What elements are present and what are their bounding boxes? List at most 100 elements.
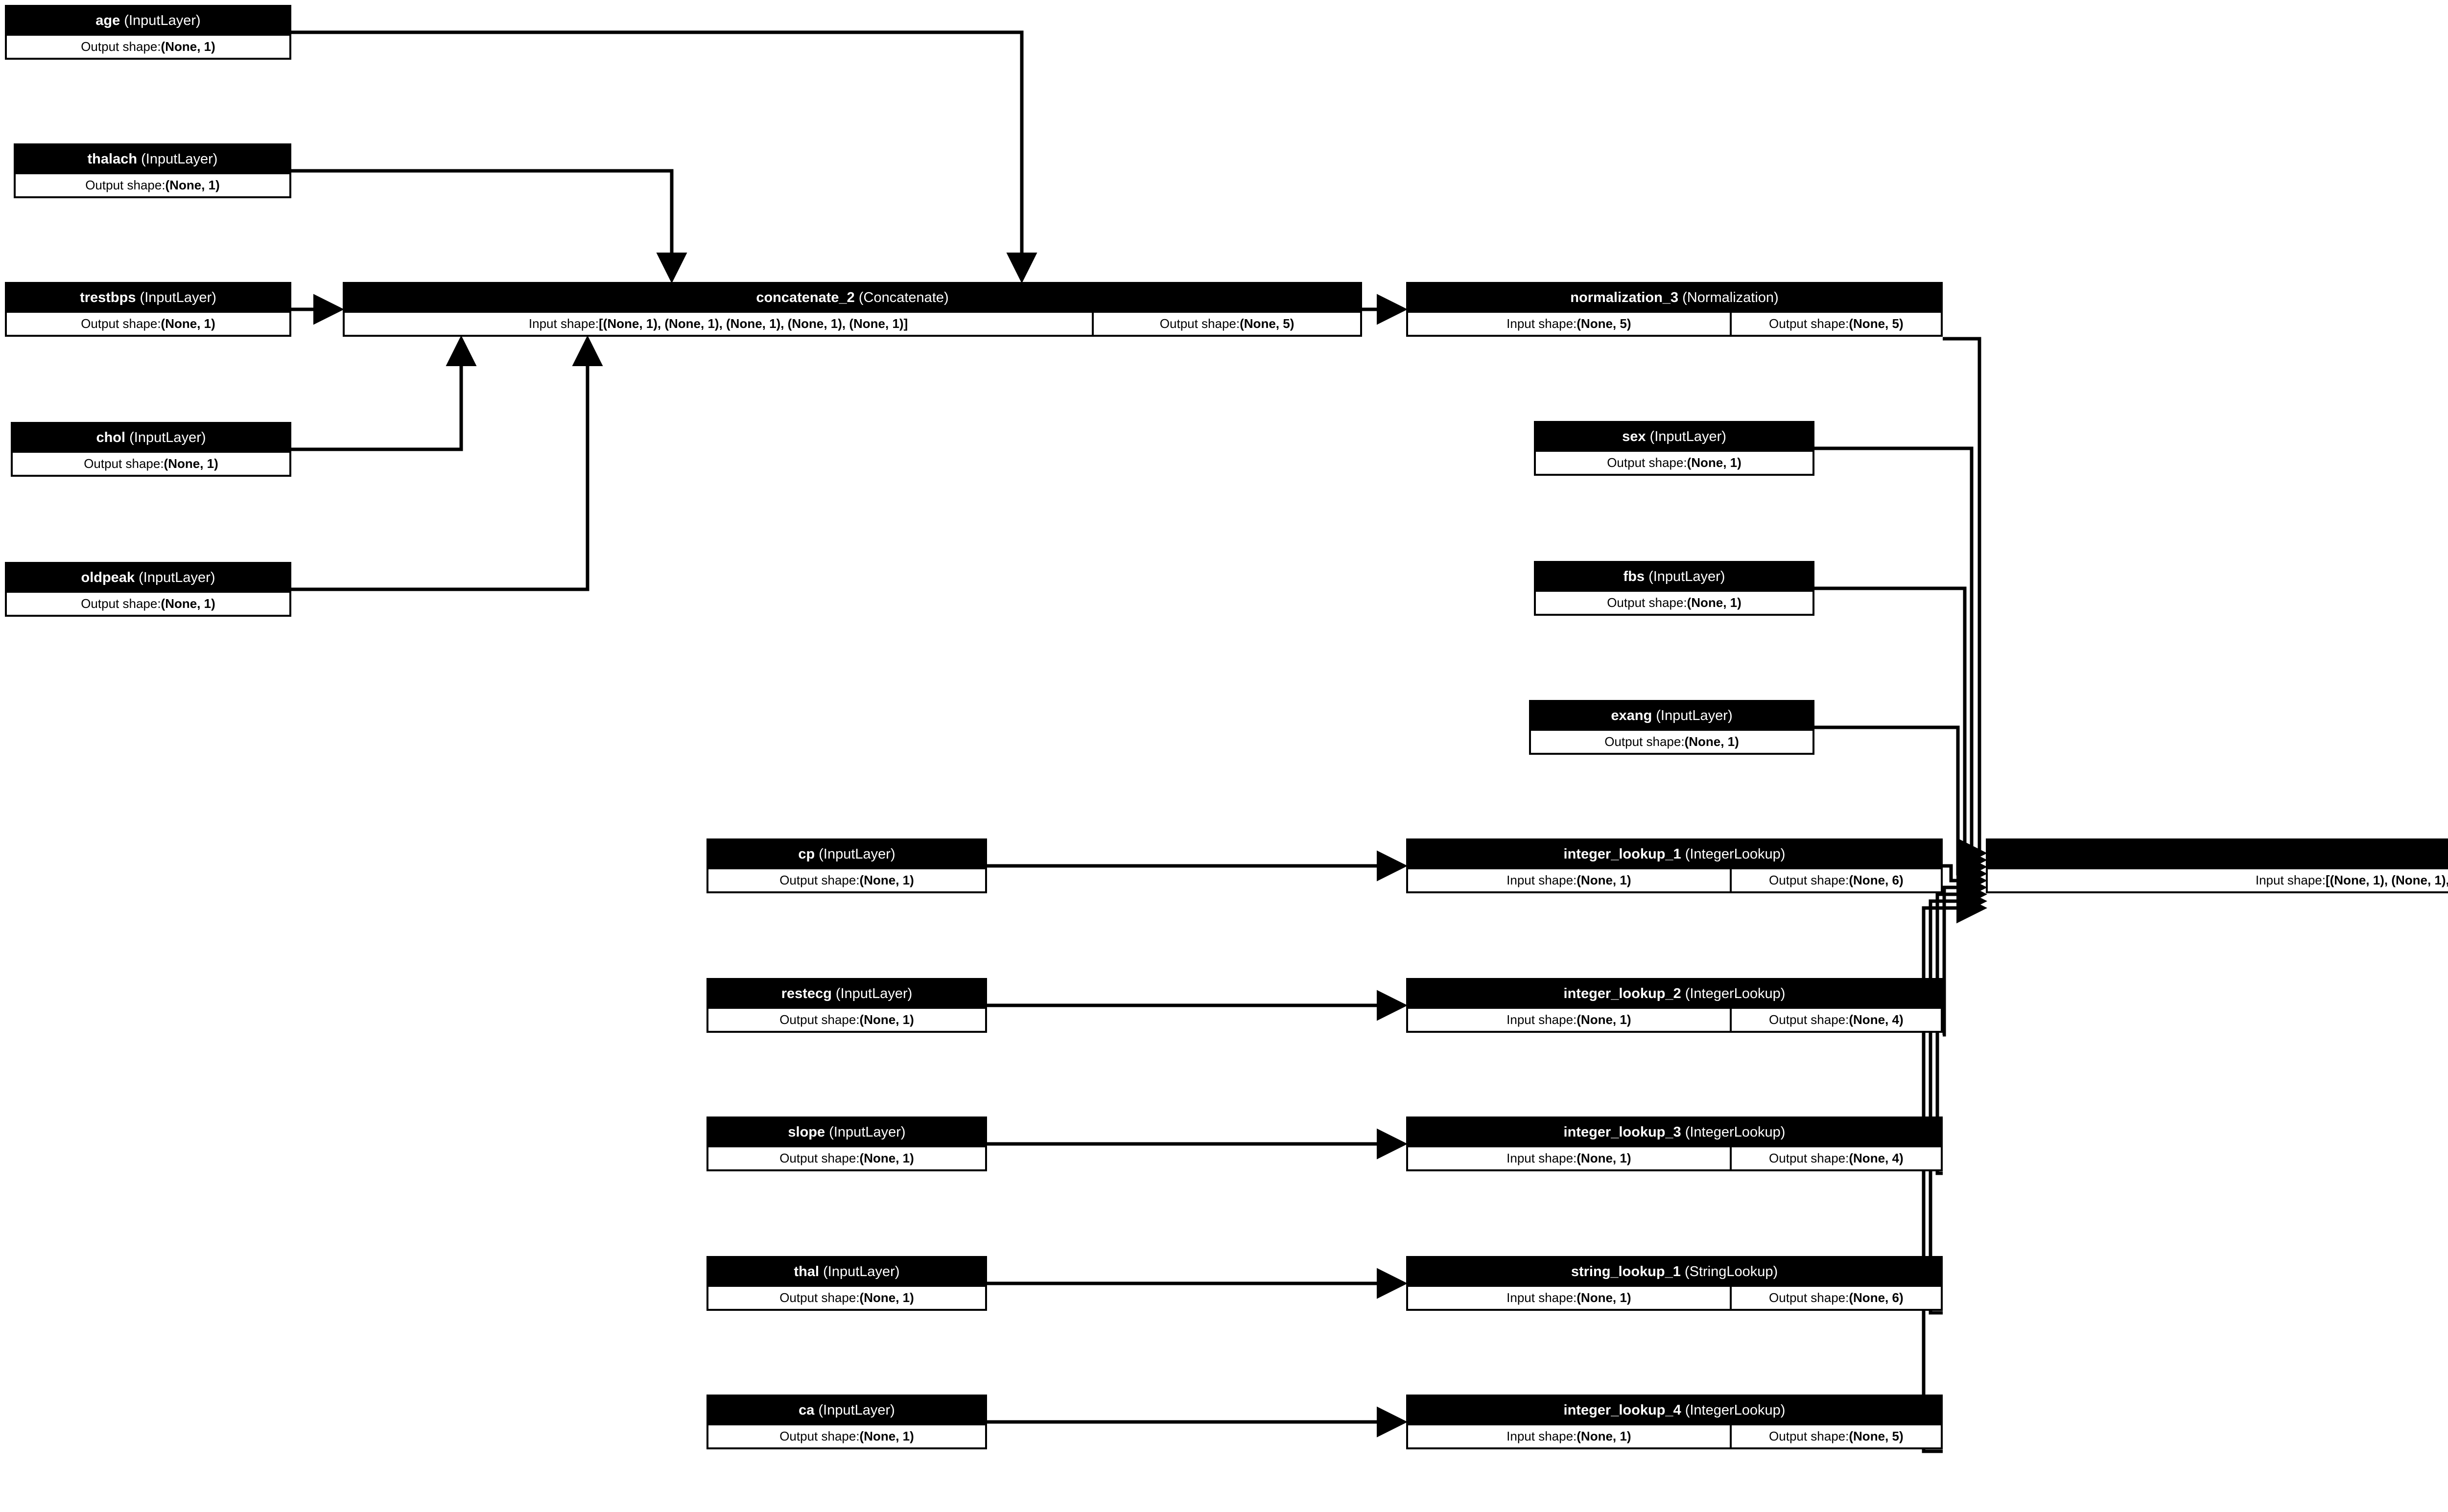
shape-value: (None, 1) [1577,873,1631,887]
layer-class: (InputLayer) [1645,569,1725,584]
shape-value: (None, 1) [165,178,220,192]
shape-value: (None, 4) [1849,1012,1904,1027]
layer-shape-row: Output shape: (None, 1) [1536,592,1812,614]
shape-label: Output shape: [779,1012,860,1027]
layer-name: ca [799,1402,815,1418]
shape-label: Output shape: [1769,873,1849,887]
output-shape-cell: Output shape: (None, 1) [708,869,985,891]
layer-node-age[interactable]: age (InputLayer)Output shape: (None, 1) [5,5,291,60]
layer-node-thal[interactable]: thal (InputLayer) Output shape: (None, 1) [706,1256,987,1311]
edge-integerlookup2-to-concatenate3 [1942,872,1987,1037]
layer-class: (InputLayer) [1652,708,1733,723]
layer-title: trestbps (InputLayer) [7,284,289,313]
shape-value: (None, 1) [164,456,218,471]
input-shape-cell: Input shape: (None, 1) [1408,1287,1730,1309]
shape-label: Input shape: [1506,1290,1577,1305]
output-shape-cell: Output shape: (None, 1) [7,36,289,58]
shape-value: (None, 1) [1577,1151,1631,1165]
layer-node-string_lookup_1[interactable]: string_lookup_1 (StringLookup)Input shap… [1406,1256,1943,1311]
layer-shape-row: Output shape: (None, 1) [1531,731,1812,753]
layer-node-integer_lookup_1[interactable]: integer_lookup_1 (IntegerLookup)Input sh… [1406,838,1943,893]
layer-node-concatenate_3[interactable]: concatenate_3 (Concatenate)Input shape: … [1986,838,2448,893]
shape-label: Output shape: [779,1151,860,1165]
layer-node-thalach[interactable]: thalach (InputLayer) Output shape: (None,… [14,143,291,198]
layer-shape-row: Input shape: [(None, 1), (None, 1), (Non… [1988,869,2448,891]
layer-node-integer_lookup_3[interactable]: integer_lookup_3 (IntegerLookup)Input sh… [1406,1117,1943,1171]
layer-node-integer_lookup_4[interactable]: integer_lookup_4 (IntegerLookup)Input sh… [1406,1395,1943,1449]
layer-class: (InputLayer) [125,430,206,445]
shape-value: [(None, 1), (None, 1), (None, 1), (None,… [2325,873,2448,887]
layer-shape-row: Output shape: (None, 1) [7,36,289,58]
layer-title: fbs (InputLayer) [1536,563,1812,592]
shape-label: Output shape: [81,316,161,331]
layer-name: sex [1622,429,1646,444]
shape-label: Input shape: [1506,1429,1577,1443]
shape-label: Output shape: [1769,1012,1849,1027]
layer-title: exang (InputLayer) [1531,702,1812,731]
shape-value: (None, 1) [1684,734,1739,749]
layer-node-cp[interactable]: cp (InputLayer)Output shape: (None, 1) [706,838,987,893]
shape-label: Output shape: [81,596,161,611]
layer-node-normalization_3[interactable]: normalization_3 (Normalization)Input sha… [1406,282,1943,337]
input-shape-cell: Input shape: (None, 5) [1408,313,1730,335]
layer-node-restecg[interactable]: restecg (InputLayer)Output shape: (None,… [706,978,987,1033]
output-shape-cell: Output shape: (None, 1) [1536,592,1812,614]
shape-value: (None, 1) [859,1290,914,1305]
output-shape-cell: Output shape: (None, 6) [1731,869,1941,891]
output-shape-cell: Output shape: (None, 1) [708,1009,985,1031]
layer-node-oldpeak[interactable]: oldpeak (InputLayer)Output shape: (None,… [5,562,291,617]
layer-shape-row: Output shape: (None, 1) [7,313,289,335]
edge-oldpeak-to-concatenate2 [291,335,603,591]
shape-value: (None, 1) [1687,595,1742,610]
input-shape-cell: Input shape: (None, 1) [1408,1425,1730,1447]
input-shape-cell: Input shape: (None, 1) [1408,1009,1730,1031]
input-shape-cell: Input shape: (None, 1) [1408,869,1730,891]
layer-node-sex[interactable]: sex (InputLayer)Output shape: (None, 1) [1534,421,1814,476]
shape-value: (None, 1) [859,1012,914,1027]
layer-name: restecg [781,986,832,1001]
shape-value: (None, 1) [161,39,215,54]
edge-thalach-to-concatenate2 [291,169,687,283]
layer-class: (IntegerLookup) [1681,1402,1786,1418]
edge-fbs-to-concatenate3 [1814,586,1987,883]
layer-title: concatenate_3 (Concatenate) [1988,840,2448,869]
layer-name: cp [798,846,815,862]
layer-name: thal [794,1264,820,1279]
layer-shape-row: Input shape: (None, 1)Output shape: (Non… [1408,1287,1941,1309]
layer-node-integer_lookup_2[interactable]: integer_lookup_2 (IntegerLookup)Input sh… [1406,978,1943,1033]
layer-node-fbs[interactable]: fbs (InputLayer)Output shape: (None, 1) [1534,561,1814,616]
layer-shape-row: Output shape: (None, 1) [708,1009,985,1031]
layer-name: trestbps [80,290,136,305]
layer-title: integer_lookup_4 (IntegerLookup) [1408,1396,1941,1425]
shape-label: Output shape: [779,873,860,887]
layer-class: (InputLayer) [135,570,215,585]
layer-node-concatenate_2[interactable]: concatenate_2 (Concatenate)Input shape: … [343,282,1362,337]
layer-title: thalach (InputLayer) [16,145,289,174]
layer-class: (InputLayer) [825,1124,906,1140]
output-shape-cell: Output shape: (None, 1) [1531,731,1812,753]
output-shape-cell: Output shape: (None, 1) [7,313,289,335]
layer-title: restecg (InputLayer) [708,980,985,1009]
layer-name: thalach [87,151,138,167]
shape-label: Output shape: [1769,1429,1849,1443]
output-shape-cell: Output shape: (None, 1) [708,1425,985,1447]
layer-node-exang[interactable]: exang (InputLayer)Output shape: (None, 1… [1529,700,1814,755]
layer-title: thal (InputLayer) [708,1258,985,1287]
shape-label: Output shape: [85,178,165,192]
shape-label: Output shape: [1769,1151,1849,1165]
layer-shape-row: Output shape: (None, 1) [708,869,985,891]
shape-label: Output shape: [779,1290,860,1305]
shape-value: (None, 1) [859,1151,914,1165]
layer-name: string_lookup_1 [1571,1264,1681,1279]
layer-node-ca[interactable]: ca (InputLayer)Output shape: (None, 1) [706,1395,987,1449]
shape-value: (None, 6) [1849,873,1904,887]
layer-node-slope[interactable]: slope (InputLayer)Output shape: (None, 1… [706,1117,987,1171]
layer-node-trestbps[interactable]: trestbps (InputLayer)Output shape: (None… [5,282,291,337]
shape-value: (None, 5) [1849,1429,1904,1443]
layer-node-chol[interactable]: chol (InputLayer)Output shape: (None, 1) [11,422,291,477]
input-shape-cell: Input shape: (None, 1) [1408,1147,1730,1169]
layer-name: fbs [1623,569,1645,584]
layer-shape-row: Input shape: [(None, 1), (None, 1), (Non… [345,313,1360,335]
